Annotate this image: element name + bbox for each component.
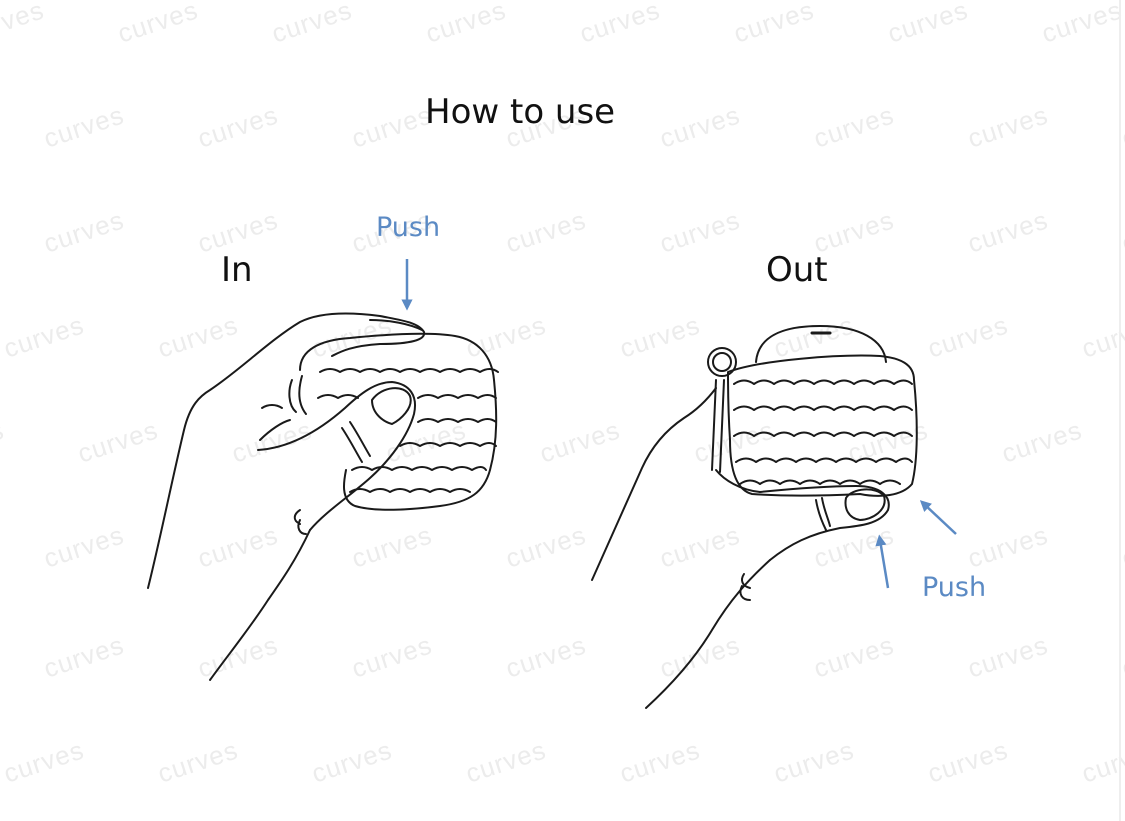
panel-out-label: Out xyxy=(766,250,828,290)
page-title: How to use xyxy=(425,92,616,132)
push-diagonal-arrow-icon xyxy=(919,500,957,535)
panel-in-label: In xyxy=(221,250,253,290)
hand-in-illustration-icon xyxy=(147,312,499,681)
push-label-out: Push xyxy=(922,572,987,603)
edge-divider xyxy=(1119,0,1121,821)
push-label-in: Push xyxy=(376,212,441,243)
hand-out-illustration-icon xyxy=(591,325,918,709)
push-up-arrow-icon xyxy=(875,534,890,589)
